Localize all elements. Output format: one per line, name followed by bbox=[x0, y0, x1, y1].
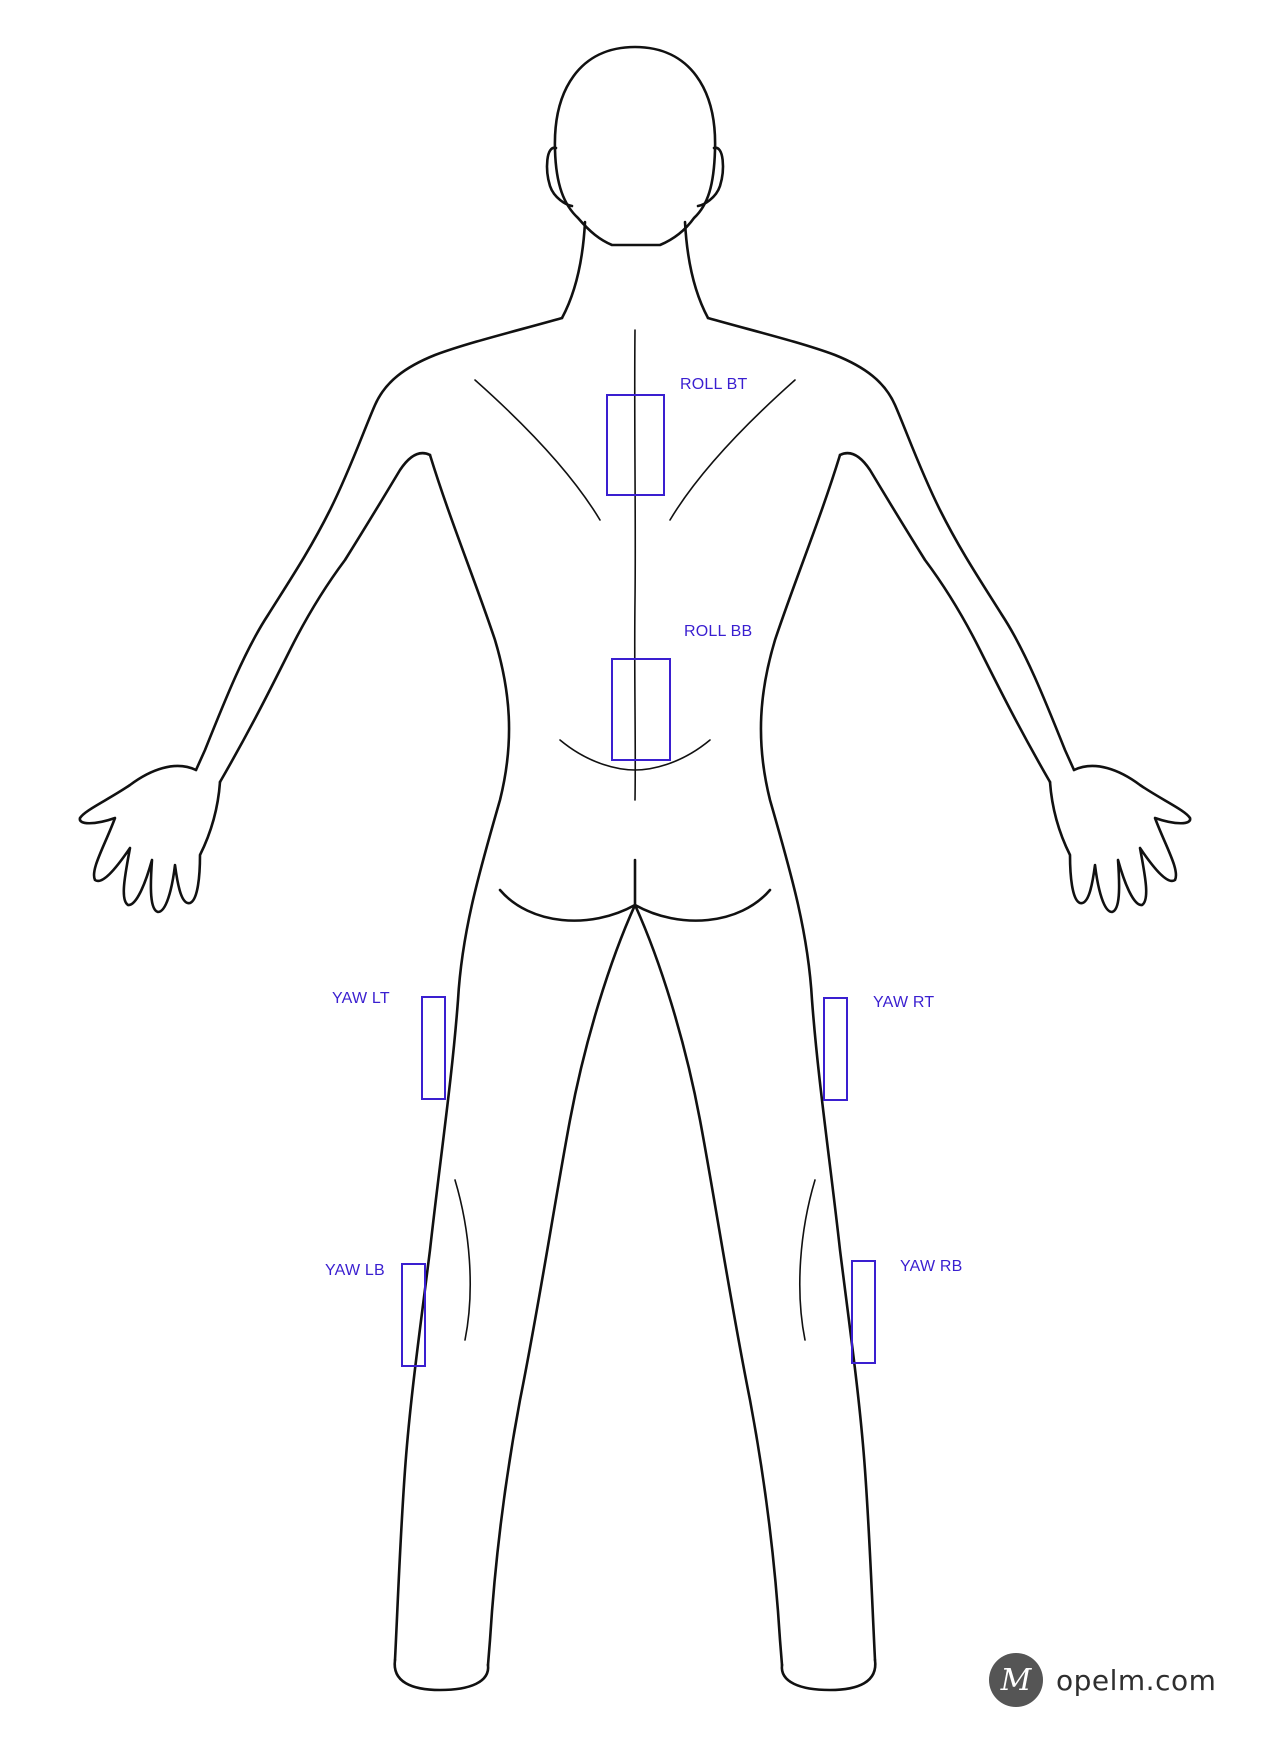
marker-roll-bb bbox=[611, 658, 671, 761]
right-foot bbox=[780, 1658, 877, 1692]
marker-yaw-lb bbox=[401, 1263, 426, 1367]
right-ear bbox=[696, 146, 725, 208]
marker-yaw-lt bbox=[421, 996, 446, 1100]
neck-right bbox=[683, 220, 710, 320]
left-calf bbox=[454, 1179, 471, 1341]
left-ear bbox=[545, 146, 574, 208]
lower-back-dimples bbox=[559, 739, 711, 771]
left-foot bbox=[393, 1658, 490, 1692]
right-calf bbox=[799, 1179, 816, 1341]
neck-left bbox=[560, 220, 587, 320]
zone-label-yaw-lt: YAW LT bbox=[332, 990, 390, 1007]
marker-yaw-rb bbox=[851, 1260, 876, 1364]
marker-yaw-rt bbox=[823, 997, 848, 1101]
left-inner-leg bbox=[486, 903, 637, 1667]
left-torso-side bbox=[393, 453, 511, 1662]
left-arm-bottom bbox=[218, 451, 432, 784]
left-scapula bbox=[474, 379, 601, 521]
watermark: M opelm.com bbox=[988, 1650, 1216, 1710]
right-inner-leg bbox=[633, 903, 784, 1667]
right-torso-side bbox=[759, 453, 877, 1662]
right-hand bbox=[1048, 764, 1192, 914]
head-outline bbox=[553, 45, 717, 247]
right-scapula bbox=[669, 379, 796, 521]
logo-letter: M bbox=[1000, 1663, 1033, 1698]
left-shoulder-arm-top bbox=[194, 316, 564, 772]
watermark-text: opelm.com bbox=[1056, 1663, 1217, 1697]
opelm-logo-icon: M bbox=[989, 1653, 1043, 1707]
right-shoulder-arm-top bbox=[706, 316, 1076, 772]
spine-line bbox=[633, 329, 637, 801]
zone-label-roll-bb: ROLL BB bbox=[684, 623, 753, 640]
zone-label-yaw-lb: YAW LB bbox=[325, 1262, 385, 1279]
marker-roll-bt bbox=[606, 394, 665, 496]
zone-label-yaw-rb: YAW RB bbox=[900, 1258, 963, 1275]
zone-label-yaw-rt: YAW RT bbox=[873, 994, 935, 1011]
zone-label-roll-bt: ROLL BT bbox=[680, 376, 748, 393]
right-arm-bottom bbox=[838, 451, 1052, 784]
left-hand bbox=[78, 764, 222, 914]
